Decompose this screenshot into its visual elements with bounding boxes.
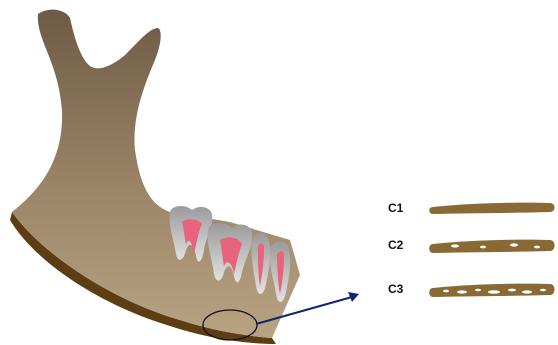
- class-label-c1: C1: [388, 201, 404, 215]
- cortex-pattern-c3: [429, 284, 554, 297]
- cortex-pattern-c1: [429, 203, 554, 214]
- mandible: [10, 10, 300, 344]
- cortex-pattern-c2: [429, 240, 554, 253]
- class-label-c3: C3: [388, 282, 404, 296]
- class-label-c2: C2: [388, 238, 404, 252]
